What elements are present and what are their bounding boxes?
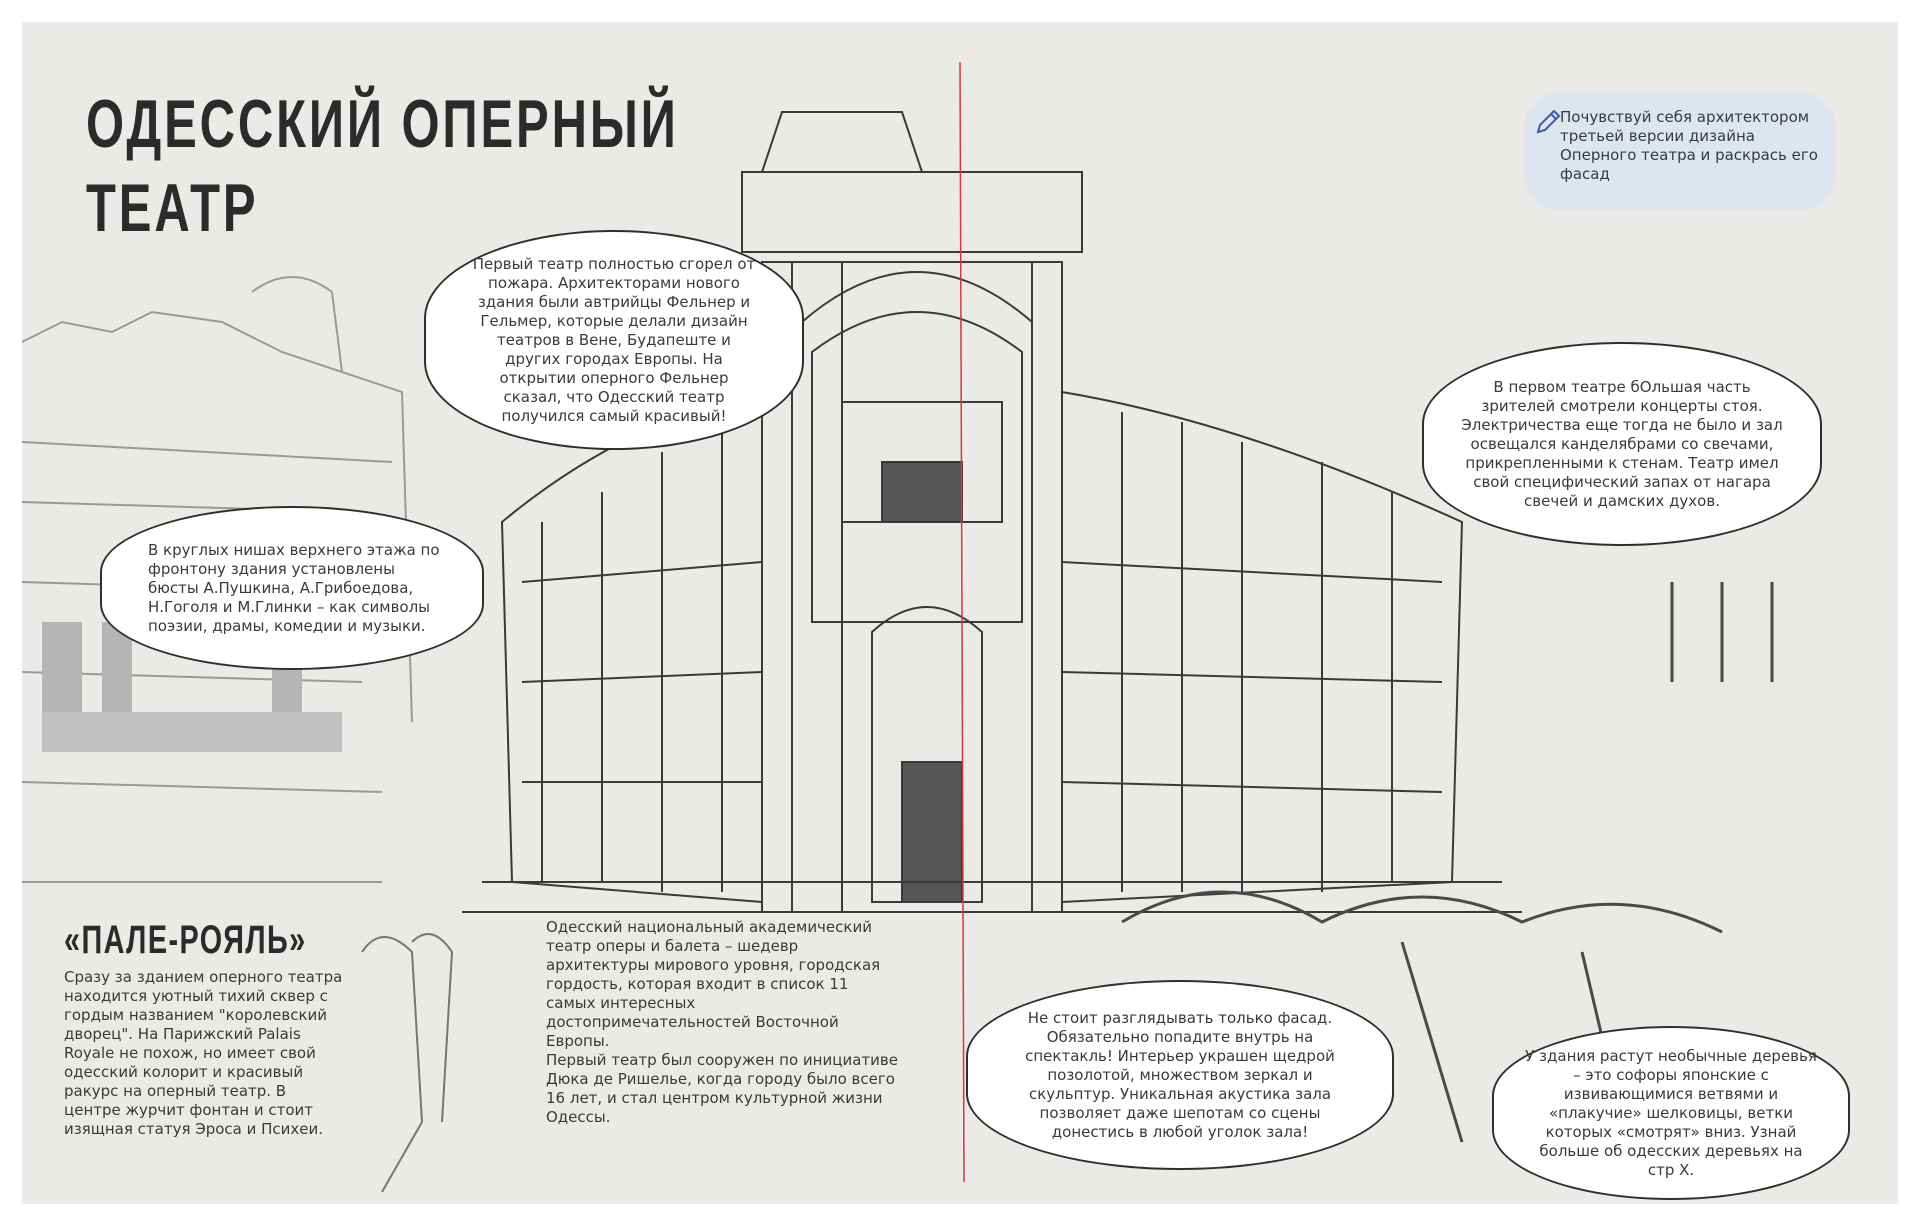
theatre-sketch-illustration <box>22 61 1774 1193</box>
speech-bubble-inside: Не стоит разглядывать только фасад. Обяз… <box>968 982 1392 1168</box>
coloring-note-text: Почувствуй себя архитектором третьей вер… <box>1560 108 1818 183</box>
pencil-icon <box>1536 109 1561 134</box>
palais-royal-title: «Пале-рояль» <box>64 918 307 962</box>
main-description: Одесский национальный академический теат… <box>546 918 898 1126</box>
page-title: Одесский оперный театр <box>86 82 679 250</box>
speech-bubble-fire-text: Первый театр полностью сгорел от пожара.… <box>472 254 756 425</box>
speech-bubble-trees-text: У здания растут необычные деревья – это … <box>1525 1046 1817 1179</box>
speech-bubble-trees: У здания растут необычные деревья – это … <box>1494 1028 1848 1198</box>
title-line-1: Одесский оперный <box>86 86 679 162</box>
speech-bubble-fire: Первый театр полностью сгорел от пожара.… <box>426 232 802 448</box>
speech-bubble-first-theatre-text: В первом театре бОльшая часть зрителей с… <box>1461 377 1783 510</box>
speech-bubble-busts-text: В круглых нишах верхнего этажа по фронто… <box>148 540 440 635</box>
title-line-2: театр <box>86 170 259 246</box>
palais-royal-text: Сразу за зданием оперного театра находит… <box>64 968 343 1138</box>
spread-page: Одесский оперный театр Почувствуй себя а… <box>22 22 1898 1204</box>
coloring-note <box>1524 92 1836 210</box>
speech-bubble-first-theatre: В первом театре бОльшая часть зрителей с… <box>1424 344 1820 544</box>
speech-bubble-inside-text: Не стоит разглядывать только фасад. Обяз… <box>1025 1008 1335 1141</box>
speech-bubble-busts: В круглых нишах верхнего этажа по фронто… <box>102 508 482 668</box>
